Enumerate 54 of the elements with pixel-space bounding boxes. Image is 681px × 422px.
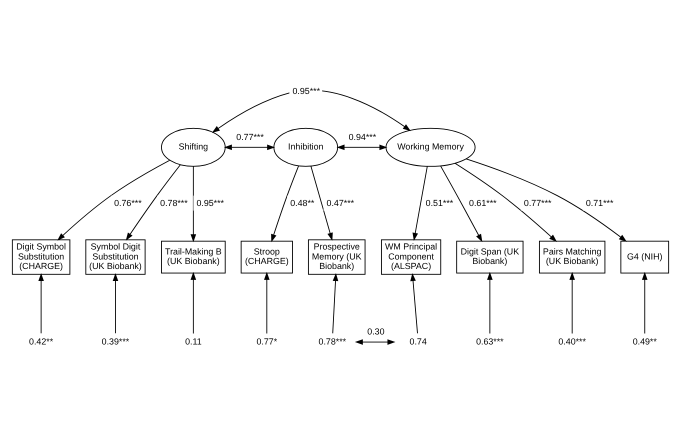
edge-label: 0.30 [367,326,384,336]
arrow [412,166,428,240]
arrow [264,271,270,334]
arrow [271,164,300,242]
node-ellipse: Inhibition [273,127,338,166]
arrow [440,165,482,242]
arrow [410,272,418,334]
arrow [112,272,118,334]
edge-label: 0.76*** [114,197,142,208]
node-box: Digit Span (UK Biobank) [456,240,524,273]
arrow [190,166,196,242]
node-text: 0.77* [256,336,278,346]
node-box: Pairs Matching (UK Biobank) [538,240,606,273]
node-box: G4 (NIH) [620,240,670,273]
node-ellipse: Working Memory [386,127,476,166]
node-text: 0.40*** [558,336,586,346]
arrow [126,164,181,240]
node-text: 0.49** [632,336,657,346]
arrow [354,338,396,344]
node-ellipse: Shifting [161,127,226,166]
edge-label: 0.51*** [426,197,454,208]
arrow [454,162,557,242]
edge-label: 0.47*** [326,197,354,208]
node-box: WM Principal Component (ALSPAC) [381,238,442,274]
edge-label: 0.61*** [469,197,497,208]
edge-label: 0.78*** [160,197,188,208]
node-text: 0.42** [29,336,54,346]
arrow [38,272,44,334]
node-box: Stroop (CHARGE) [240,240,293,273]
arrow [336,144,388,150]
node-text: 0.63*** [476,336,504,346]
edge-label: 0.48** [290,197,314,208]
edge-label: 0.94*** [348,131,376,142]
node-box: Symbol Digit Substitution (UK Biobank) [85,238,146,274]
node-text: 0.74 [410,336,427,346]
arrow [57,159,170,240]
node-box: Prospective Memory (UK Biobank) [308,238,366,274]
arrow [310,165,333,240]
node-text: 0.11 [185,336,202,346]
edge-label: 0.71*** [586,197,614,208]
edge-label: 0.77*** [236,131,264,142]
node-text: 0.39*** [102,336,130,346]
arrow [332,272,338,334]
arrow [642,271,648,334]
arrow [487,271,493,334]
node-box: Trail-Making B (UK Biobank) [161,240,226,273]
node-text: 0.78*** [318,336,346,346]
arrow [190,271,196,334]
arrow [224,144,276,150]
node-box: Digit Symbol Substitution (CHARGE) [12,238,70,274]
edge-label: 0.77*** [524,197,552,208]
arrow [569,271,575,334]
edge-label: 0.95*** [196,197,224,208]
edge-label: 0.95*** [292,86,320,96]
